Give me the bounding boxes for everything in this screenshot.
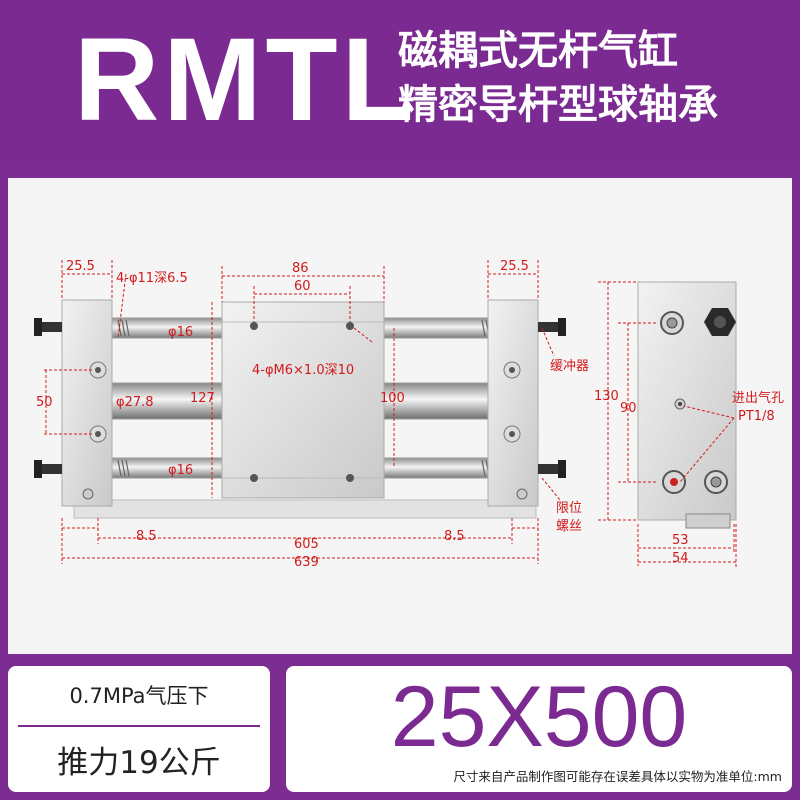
carriage-block [221,301,385,499]
technical-drawing: 25.5 4-φ11深6.5 86 60 25.5 φ16 φ27.8 50 1… [34,259,784,570]
dim-left-offset: 8.5 [136,529,157,544]
dim-rod-spacing: 100 [380,391,405,406]
dim-overall-length: 639 [294,555,319,570]
dim-end-hole-pitch: 50 [36,395,53,410]
dim-right-end-width: 25.5 [500,259,529,274]
dim-bottom-rod-dia: φ16 [168,463,193,478]
dim-carriage-height: 127 [190,391,215,406]
dim-stroke-length: 605 [294,537,319,552]
left-end-block [61,299,113,507]
size-box: 25X500 尺寸来自产品制作图可能存在误差具体以实物为准单位:mm [286,666,792,792]
callout-port-line-1: 进出气孔 [732,390,784,406]
callout-buffer: 缓冲器 [550,359,589,374]
dim-left-end-width: 25.5 [66,259,95,274]
callout-port-line-2: PT1/8 [738,409,775,424]
model-title: RMTL [74,14,418,146]
callout-limit-line-2: 螺丝 [556,519,582,534]
disclaimer-note: 尺寸来自产品制作图可能存在误差具体以实物为准单位:mm [453,769,782,784]
front-dimension-lines [44,260,561,564]
dim-carriage-tap: 4-φM6×1.0深10 [252,363,354,378]
header-banner: RMTL 磁耦式无杆气缸 精密导杆型球轴承 [0,0,800,160]
right-end-block [487,299,539,507]
dim-side-width-inner: 53 [672,533,689,548]
dim-right-offset: 8.5 [444,529,465,544]
dim-top-rod-dia: φ16 [168,325,193,340]
divider [18,725,260,727]
drawing-panel: 25.5 4-φ11深6.5 86 60 25.5 φ16 φ27.8 50 1… [8,178,792,654]
side-dimension-lines [598,281,737,568]
size-label: 25X500 [390,669,688,765]
carriage-holes [250,322,354,482]
pressure-label: 0.7MPa气压下 [69,684,209,708]
base-plate [73,499,537,519]
thrust-label: 推力19公斤 [57,744,221,781]
side-view-fittings [660,308,736,529]
thrust-info-box: 0.7MPa气压下 推力19公斤 [8,666,270,792]
callout-limit-line-1: 限位 [556,501,582,516]
subtitle-line-2: 精密导杆型球轴承 [398,82,718,128]
buffers [34,318,566,478]
dim-tube-dia: φ27.8 [116,395,154,410]
dim-carriage-width: 86 [292,261,309,276]
subtitle-line-1: 磁耦式无杆气缸 [398,28,678,74]
dim-side-port-pitch: 90 [620,401,637,416]
dim-side-height: 130 [594,389,619,404]
dim-left-holes: 4-φ11深6.5 [116,271,188,286]
dim-side-width-outer: 54 [672,551,689,566]
end-block-holes [82,361,528,500]
dim-carriage-hole-pitch: 60 [294,279,311,294]
